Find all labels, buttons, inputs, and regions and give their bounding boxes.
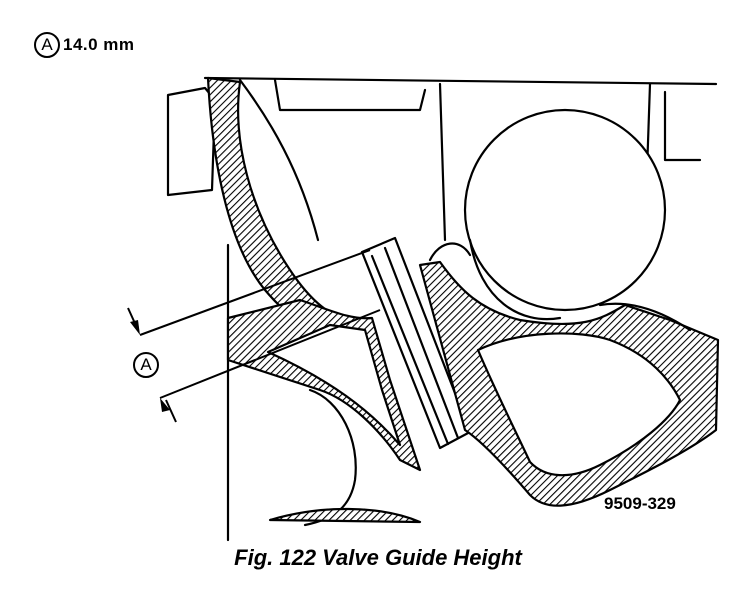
valve-guide-inner (370, 246, 460, 446)
part-number: 9509-329 (604, 494, 676, 513)
upper-left-lobe (238, 78, 320, 242)
upper-mid-lobe (273, 78, 427, 112)
legend: A 14.0 mm (34, 32, 135, 58)
legend-letter-circle: A (34, 32, 60, 58)
lower-bore (303, 388, 357, 527)
lower-casting-left (226, 298, 422, 472)
dimension-a-label: A (133, 352, 159, 378)
dimension-a-arrows (130, 320, 170, 412)
right-cavity (476, 332, 682, 477)
spring-retainer (463, 108, 667, 312)
spring-pad (428, 242, 472, 262)
retainer-seat (468, 238, 562, 321)
bottom-hatch (268, 507, 422, 524)
left-cavity (266, 323, 402, 447)
figure-caption: Fig. 122 Valve Guide Height (234, 545, 522, 570)
right-detail (598, 90, 702, 332)
left-boss (166, 86, 217, 197)
legend-value: 14.0 mm (63, 35, 135, 54)
head-top-edge (203, 76, 718, 86)
